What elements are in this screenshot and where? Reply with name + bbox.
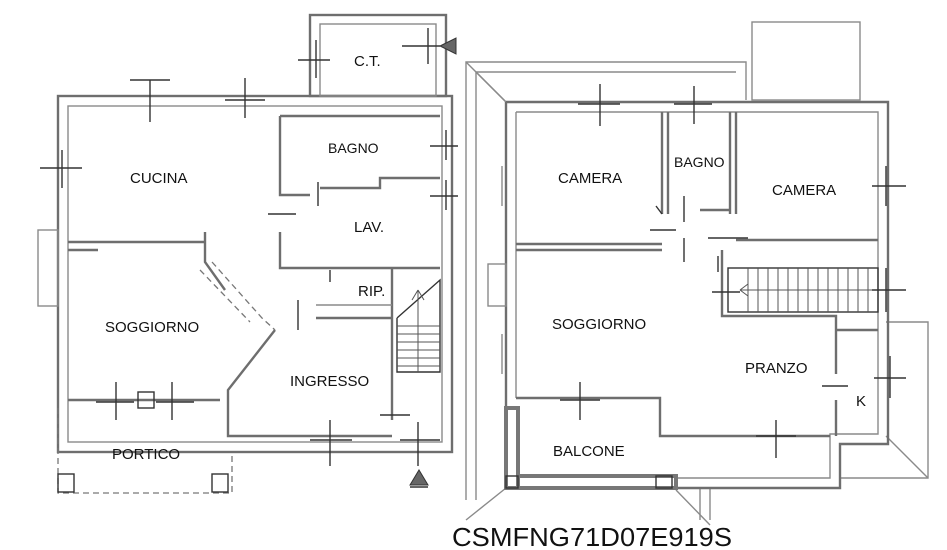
room-label-bagno-ground: BAGNO xyxy=(328,140,379,156)
room-label-cucina: CUCINA xyxy=(130,170,188,187)
first-floor-balcony xyxy=(504,406,678,490)
room-label-ingresso: INGRESSO xyxy=(290,373,369,390)
ground-floor-inner-walls xyxy=(68,114,440,438)
ground-floor-outer-walls xyxy=(37,13,454,454)
room-label-soggiorno-first: SOGGIORNO xyxy=(552,316,646,333)
room-label-soggiorno-ground: SOGGIORNO xyxy=(105,319,199,336)
room-label-ct: C.T. xyxy=(354,53,381,70)
room-label-rip: RIP. xyxy=(358,283,385,300)
room-label-camera-left: CAMERA xyxy=(558,170,622,187)
first-floor-inner-walls xyxy=(516,112,878,438)
room-label-lav: LAV. xyxy=(354,219,384,236)
room-label-balcone: BALCONE xyxy=(553,443,625,460)
room-label-camera-right: CAMERA xyxy=(772,182,836,199)
ground-floor-section-markers xyxy=(409,37,457,488)
first-floor-doors xyxy=(650,196,748,293)
ground-floor-window-marks xyxy=(40,28,458,493)
room-label-portico: PORTICO xyxy=(112,446,180,463)
room-label-k: K xyxy=(856,393,866,410)
ground-floor-plan: C.T. BAGNO CUCINA LAV. RIP. SOGGIORNO IN… xyxy=(37,13,458,494)
first-floor-roof-outline xyxy=(465,21,929,526)
footer-code-text: CSMFNG71D07E919S xyxy=(452,522,732,550)
first-floor-plan: CAMERA BAGNO CAMERA SOGGIORNO PRANZO K B… xyxy=(465,21,929,526)
first-floor-outer-walls xyxy=(487,100,890,490)
ground-floor-staircase xyxy=(396,278,441,373)
room-label-pranzo: PRANZO xyxy=(745,360,808,377)
first-floor-window-marks xyxy=(501,84,906,458)
ground-floor-dashed-lines xyxy=(57,261,276,494)
room-label-bagno-first: BAGNO xyxy=(674,154,725,170)
ground-floor-doors xyxy=(268,182,410,416)
